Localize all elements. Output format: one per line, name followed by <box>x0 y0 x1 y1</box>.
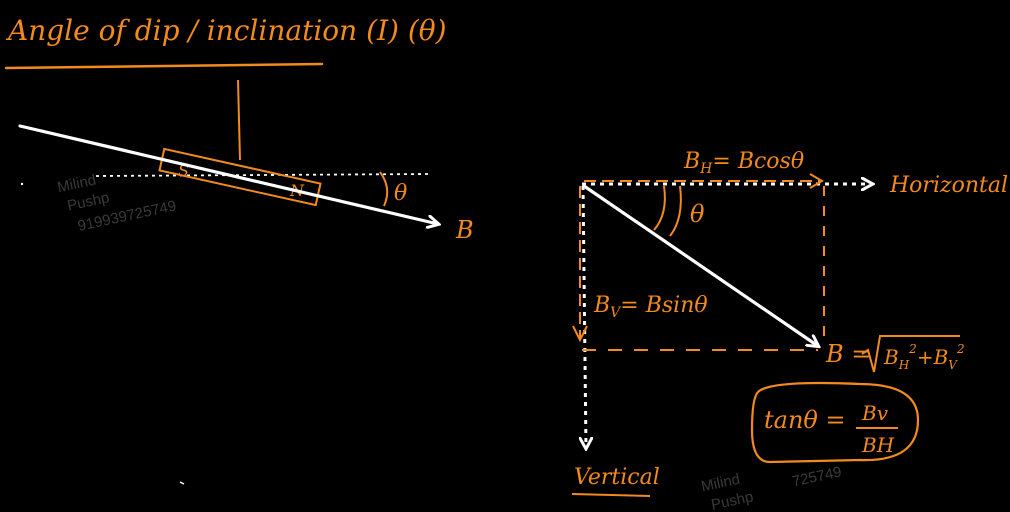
field-label-b: B <box>455 216 474 244</box>
tan-formula-box <box>750 381 920 464</box>
angle-label-left: θ <box>394 181 407 206</box>
vertical-axis <box>583 185 586 448</box>
watermark-name2: Pushp <box>710 488 755 512</box>
angle-arc-right-1 <box>653 185 666 231</box>
angle-arc-left <box>379 171 389 207</box>
bv-equation: BV= Bsinθ <box>593 293 708 321</box>
sqrt-sign <box>861 335 960 373</box>
horizontal-label: Horizontal <box>889 173 1008 198</box>
angle-arc-right-2 <box>669 185 682 237</box>
field-arrow-b <box>18 124 438 224</box>
horizontal-reference <box>95 173 431 177</box>
pole-s-label: S <box>178 161 189 180</box>
page-title: Angle of dip / inclination (I) (θ) <box>5 14 447 47</box>
bv-arrowhead <box>572 325 588 343</box>
tan-lhs: tanθ = <box>764 406 846 434</box>
tan-denominator: BH <box>861 433 895 457</box>
watermark-phone: 725749 <box>791 463 844 490</box>
vertical-underline <box>571 493 651 497</box>
suspension-thread <box>237 79 241 161</box>
b-magnitude-radicand: BH2+BV2 <box>883 342 965 372</box>
tan-numerator: Bv <box>861 401 889 425</box>
bh-equation: BH= Bcosθ <box>683 149 804 177</box>
resultant-arrow-b <box>582 184 818 346</box>
vertical-label: Vertical <box>574 465 660 490</box>
bh-arrowhead <box>809 173 824 189</box>
title-underline <box>4 62 324 70</box>
left-diagram: S N θ B <box>18 79 474 485</box>
stray-mark <box>179 481 185 485</box>
b-magnitude-lhs: B = <box>825 340 871 368</box>
watermark-bottom: Milind Pushp 725749 <box>700 463 844 512</box>
angle-label-right: θ <box>690 200 705 228</box>
dot <box>20 182 24 186</box>
right-diagram: θ BH= Bcosθ Horizontal BV= Bsinθ B = BH2… <box>571 149 1008 497</box>
